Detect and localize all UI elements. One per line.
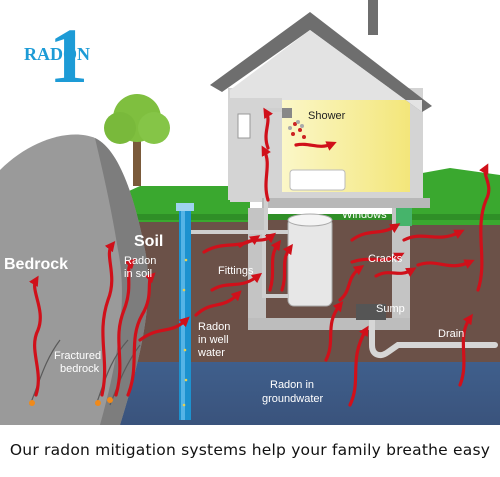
label-shower: Shower bbox=[308, 110, 346, 122]
caption-text: Our radon mitigation systems help your f… bbox=[9, 441, 491, 459]
label-cracks: Cracks bbox=[368, 253, 403, 265]
label-soil: Soil bbox=[134, 233, 163, 250]
logo-word: RADON bbox=[24, 44, 90, 64]
label-fittings: Fittings bbox=[218, 265, 254, 277]
label-bedrock: Bedrock bbox=[4, 256, 68, 273]
label-radon-in-well-water: Radon in well water bbox=[197, 321, 233, 359]
bathtub bbox=[289, 169, 346, 191]
sump-pit bbox=[356, 304, 386, 320]
well-pipe-icon bbox=[176, 203, 194, 420]
radon-logo: 1 RADON bbox=[24, 12, 90, 99]
radon-arrow-icon bbox=[28, 107, 491, 407]
label-drain: Drain bbox=[438, 328, 464, 340]
label-radon-in-soil: Radon in soil bbox=[124, 255, 159, 280]
house-window bbox=[237, 113, 251, 139]
chimney-icon bbox=[368, 0, 378, 35]
radon-entry-diagram: 1 RADON Bedrock Soil Radon in soil Fract… bbox=[0, 0, 500, 425]
tree-icon bbox=[104, 94, 170, 186]
basement-window bbox=[396, 208, 412, 226]
house-gable bbox=[230, 30, 422, 112]
label-fractured-bedrock: Fractured bedrock bbox=[54, 350, 104, 375]
grass-edge bbox=[60, 214, 500, 220]
label-radon-in-groundwater: Radon in groundwater bbox=[262, 379, 323, 405]
drain-pipe-icon bbox=[369, 315, 498, 359]
fracture-glow bbox=[29, 397, 113, 406]
water-tank bbox=[287, 217, 333, 307]
floor-slab bbox=[262, 198, 430, 208]
label-windows: Windows bbox=[342, 209, 387, 221]
shower-head-icon bbox=[282, 108, 306, 139]
logo-digit: 1 bbox=[49, 12, 88, 99]
label-sump: Sump bbox=[376, 303, 405, 315]
